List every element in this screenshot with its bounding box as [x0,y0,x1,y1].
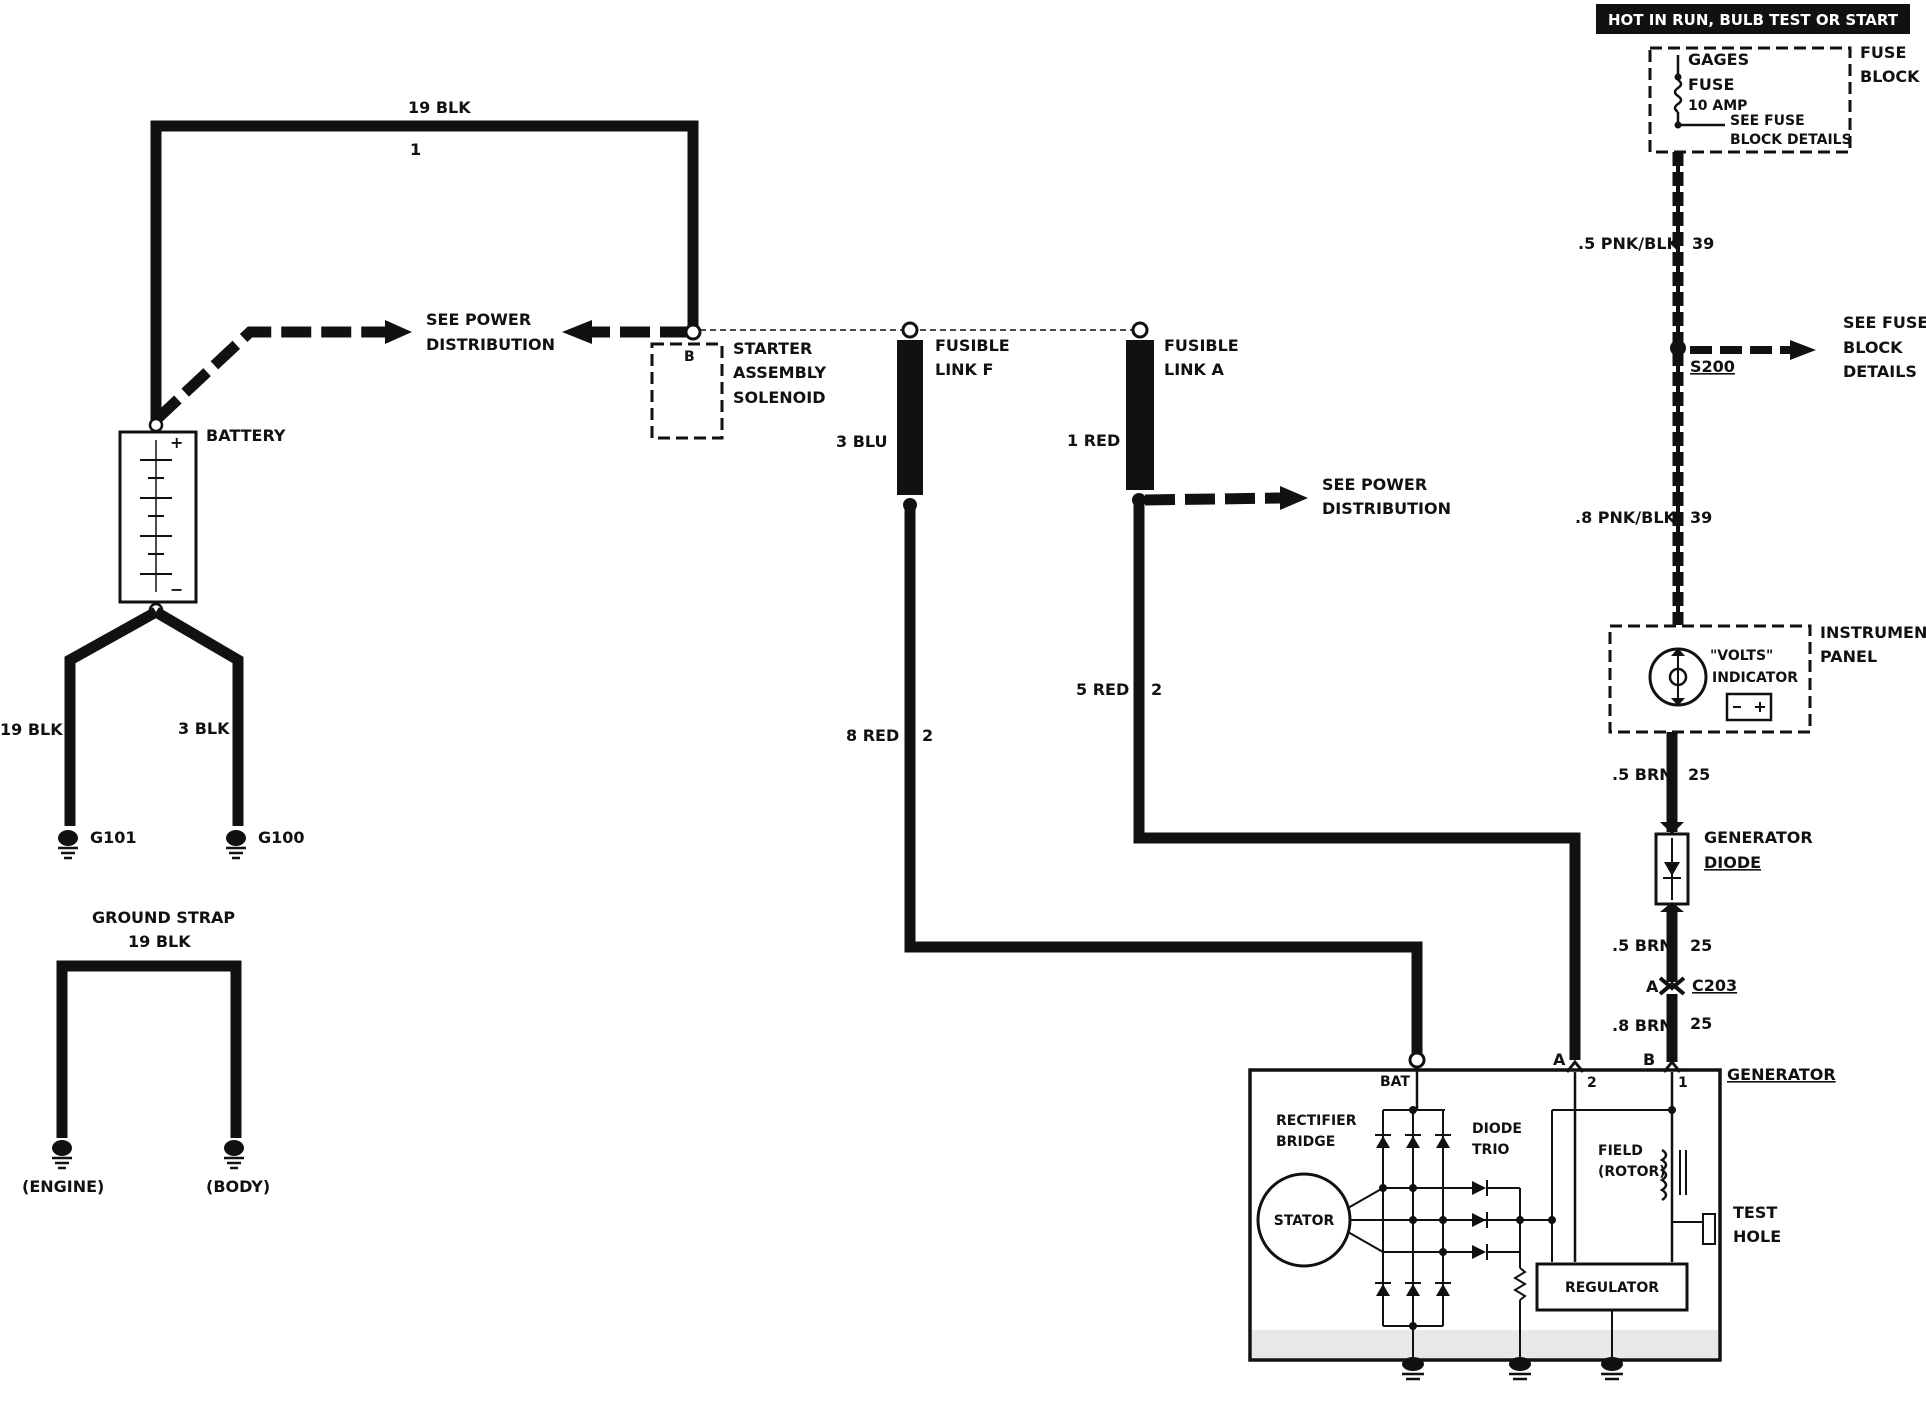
brn2-circuit: 25 [1690,936,1712,955]
body-label: (BODY) [206,1177,270,1196]
pnk-blk-wire: .5 PNK/BLK 39 .8 PNK/BLK 39 [1575,152,1714,625]
pnk1-circuit: 39 [1692,234,1714,253]
see-fuse-right-2: BLOCK [1843,338,1903,357]
fuse-block-title-1: FUSE [1860,43,1906,62]
ground-strap: GROUND STRAP 19 BLK (ENGINE) (BODY) [22,908,270,1196]
strap-label-2: 19 BLK [128,932,191,951]
red8-label: 8 RED [846,726,899,745]
red1-label: 1 RED [1067,431,1120,450]
volts-label-1: "VOLTS" [1710,648,1773,664]
left-blk-label: 19 BLK [0,720,63,739]
gen-diode-label-1: GENERATOR [1704,828,1813,847]
red5-circuit: 2 [1151,680,1162,699]
right-blk-label: 3 BLK [178,719,230,738]
see-power-2b: DISTRIBUTION [1322,499,1451,518]
gen-pin-2: 2 [1587,1075,1597,1091]
starter-label-3: SOLENOID [733,388,825,407]
instrument-panel: "VOLTS" INDICATOR INSTRUMENT PANEL [1608,623,1926,734]
starter-pin-b: B [684,349,695,365]
diode-trio-label-2: TRIO [1472,1142,1510,1158]
red8-circuit: 2 [922,726,933,745]
gen-pin-1: 1 [1678,1075,1688,1091]
regulator-label: REGULATOR [1565,1280,1659,1296]
rectifier-label-2: BRIDGE [1276,1134,1335,1150]
brn-wire: .5 BRN 25 [1612,732,1710,834]
fusible-f-1: FUSIBLE [935,336,1010,355]
see-power-1a: SEE POWER [426,310,531,329]
fusible-a-1: FUSIBLE [1164,336,1239,355]
red5-label: 5 RED [1076,680,1129,699]
battery-ground-wires: 19 BLK 3 BLK [0,607,244,826]
see-fuse-right-3: DETAILS [1843,362,1917,381]
generator-diode: GENERATOR DIODE [1654,828,1813,906]
instrument-label-2: PANEL [1820,647,1877,666]
gen-pin-b: B [1643,1050,1655,1069]
starter-power-arrow [562,320,690,344]
fusible-link-a: FUSIBLE LINK A 1 RED SEE POWER DISTRIBUT… [1067,321,1581,1060]
strap-label-1: GROUND STRAP [92,908,235,927]
see-power-1b: DISTRIBUTION [426,335,555,354]
header-label: HOT IN RUN, BULB TEST OR START [1608,11,1899,29]
g100-label: G100 [258,828,305,847]
fuse-block: GAGES FUSE 10 AMP SEE FUSE BLOCK DETAILS… [1648,43,1920,154]
pnk2-circuit: 39 [1690,508,1712,527]
brn3-circuit: 25 [1690,1014,1712,1033]
test-hole-label-2: HOLE [1733,1227,1781,1246]
brn3-label: .8 BRN [1612,1016,1673,1035]
fuse-label: FUSE [1688,75,1734,94]
battery-plus: + [170,433,183,452]
starter-solenoid: B STARTER ASSEMBLY SOLENOID [650,323,826,440]
c203-label: C203 [1692,976,1737,995]
starter-label-2: ASSEMBLY [733,363,826,382]
gen-pin-a: A [1553,1050,1566,1069]
volts-label-2: INDICATOR [1712,670,1798,686]
field-label-2: (ROTOR) [1598,1164,1666,1180]
instrument-label-1: INSTRUMENT [1820,623,1926,642]
engine-label: (ENGINE) [22,1177,104,1196]
fuse-block-title-2: BLOCK [1860,67,1920,86]
generator: GENERATOR BAT A B 2 1 RECTIFIER BRIDGE D… [1248,1050,1836,1381]
generator-label: GENERATOR [1727,1065,1836,1084]
pnk2-label: .8 PNK/BLK [1575,508,1677,527]
c203-pin-a: A [1646,977,1659,996]
diode-trio-label-1: DIODE [1472,1121,1522,1137]
starter-label-1: STARTER [733,339,812,358]
stator-label: STATOR [1274,1213,1335,1229]
see-power-2a: SEE POWER [1322,475,1427,494]
top-blk-label: 19 BLK [408,98,471,117]
top-blk-circuit: 1 [410,140,421,159]
gages-label: GAGES [1688,50,1749,69]
see-fuse-label: SEE FUSE [1730,113,1805,129]
battery-power-feed: SEE POWER DISTRIBUTION [152,310,555,425]
battery-loop-wire: 19 BLK 1 [150,98,699,425]
test-hole-label-1: TEST [1733,1203,1777,1222]
brn1-circuit: 25 [1688,765,1710,784]
blu-label: 3 BLU [836,432,888,451]
battery-label: BATTERY [206,426,286,445]
battery-minus: − [170,580,183,599]
block-details-label: BLOCK DETAILS [1730,132,1852,148]
brn2-label: .5 BRN [1612,936,1673,955]
fusible-a-2: LINK A [1164,360,1225,379]
g101-label: G101 [90,828,137,847]
fusible-f-2: LINK F [935,360,993,379]
header-box: HOT IN RUN, BULB TEST OR START [1596,4,1910,34]
battery: + − BATTERY [118,417,286,618]
brn1-label: .5 BRN [1612,765,1673,784]
rectifier-label-1: RECTIFIER [1276,1113,1357,1129]
fusible-link-f: FUSIBLE LINK F 3 BLU 8 RED 2 [836,321,1423,1055]
splice-s200: S200 SEE FUSE BLOCK DETAILS [1670,313,1926,381]
s200-label: S200 [1690,357,1735,376]
amp-label: 10 AMP [1688,98,1747,114]
ground-g101: G101 [58,828,137,860]
gen-diode-label-2: DIODE [1704,853,1761,872]
field-label-1: FIELD [1598,1143,1643,1159]
pnk1-label: .5 PNK/BLK [1578,234,1680,253]
bat-pin-label: BAT [1380,1074,1410,1090]
brn-wire-lower: .5 BRN 25 A C203 .8 BRN 25 [1612,902,1737,1062]
see-fuse-right-1: SEE FUSE [1843,313,1926,332]
ground-g100: G100 [226,828,305,860]
